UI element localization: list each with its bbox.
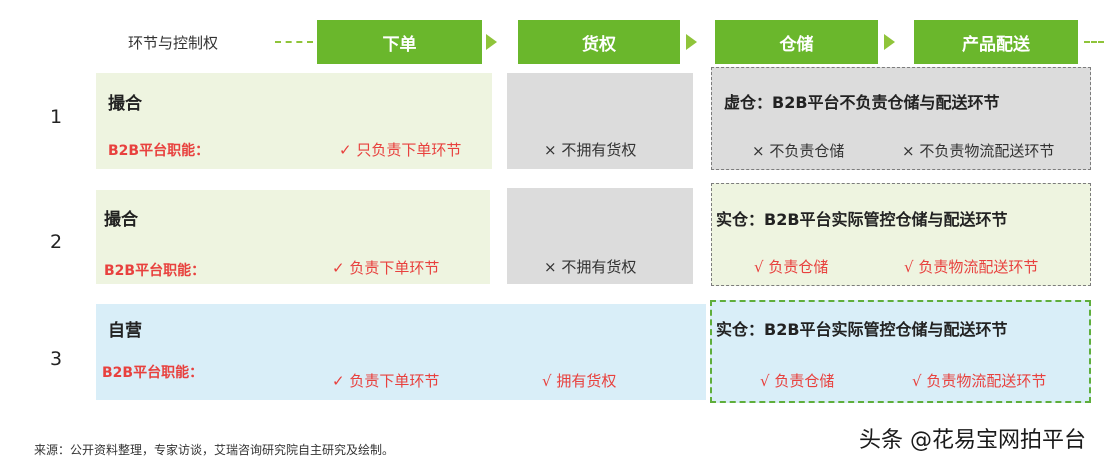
delivery-status: × 不负责物流配送环节 [902, 142, 1055, 160]
order-status: ✓ 只负责下单环节 [339, 141, 462, 159]
goods-status: × 不拥有货权 [544, 258, 637, 276]
responsibility-label: B2B平台职能： [108, 143, 210, 159]
header-label: 环节与控制权 [128, 34, 219, 52]
source-note: 来源：公开资料整理，专家访谈，艾瑞咨询研究院自主研究及绘制。 [34, 443, 395, 457]
storage-status: √ 负责仓储 [760, 372, 835, 390]
mode-label: 撮合 [108, 94, 142, 114]
order-status: ✓ 负责下单环节 [332, 372, 440, 390]
stage-order: 下单 [317, 20, 482, 64]
warehouse-title: 实仓：B2B平台实际管控仓储与配送环节 [716, 210, 1008, 229]
storage-status: × 不负责仓储 [752, 142, 845, 160]
self-operated-panel: 自营 B2B平台职能： ✓ 负责下单环节 √ 拥有货权 [96, 304, 706, 400]
row-number: 3 [49, 348, 63, 370]
warehouse-panel: 实仓：B2B平台实际管控仓储与配送环节 √ 负责仓储 √ 负责物流配送环节 [710, 300, 1091, 403]
goods-status: √ 拥有货权 [542, 372, 617, 390]
row-number: 2 [49, 231, 63, 253]
stage-storage: 仓储 [715, 20, 878, 64]
watermark: 头条 @花易宝网拍平台 [859, 428, 1086, 453]
warehouse-title: 虚仓：B2B平台不负责仓储与配送环节 [724, 93, 1000, 112]
header-connector [1084, 41, 1104, 43]
responsibility-label: B2B平台职能： [104, 263, 206, 279]
stage-delivery: 产品配送 [914, 20, 1078, 64]
goods-status: × 不拥有货权 [544, 141, 637, 159]
header-connector [275, 41, 313, 43]
mode-label: 自营 [108, 321, 142, 341]
responsibility-label: B2B平台职能： [102, 365, 204, 381]
row-number: 1 [49, 106, 63, 128]
stage-goods-ownership: 货权 [518, 20, 680, 64]
delivery-status: √ 负责物流配送环节 [904, 258, 1039, 276]
mode-label: 撮合 [104, 210, 138, 230]
arrow-right-icon [884, 34, 895, 50]
delivery-status: √ 负责物流配送环节 [912, 372, 1047, 390]
storage-status: √ 负责仓储 [754, 258, 829, 276]
warehouse-title: 实仓：B2B平台实际管控仓储与配送环节 [716, 320, 1008, 339]
order-status: ✓ 负责下单环节 [332, 259, 440, 277]
warehouse-panel: 实仓：B2B平台实际管控仓储与配送环节 √ 负责仓储 √ 负责物流配送环节 [711, 183, 1091, 286]
arrow-right-icon [686, 34, 697, 50]
warehouse-panel: 虚仓：B2B平台不负责仓储与配送环节 × 不负责仓储 × 不负责物流配送环节 [711, 67, 1091, 170]
order-panel: 撮合 B2B平台职能： ✓ 只负责下单环节 [96, 73, 492, 169]
order-panel: 撮合 B2B平台职能： ✓ 负责下单环节 [96, 190, 490, 284]
arrow-right-icon [486, 34, 497, 50]
goods-panel: × 不拥有货权 [507, 188, 693, 284]
goods-panel: × 不拥有货权 [507, 73, 693, 169]
